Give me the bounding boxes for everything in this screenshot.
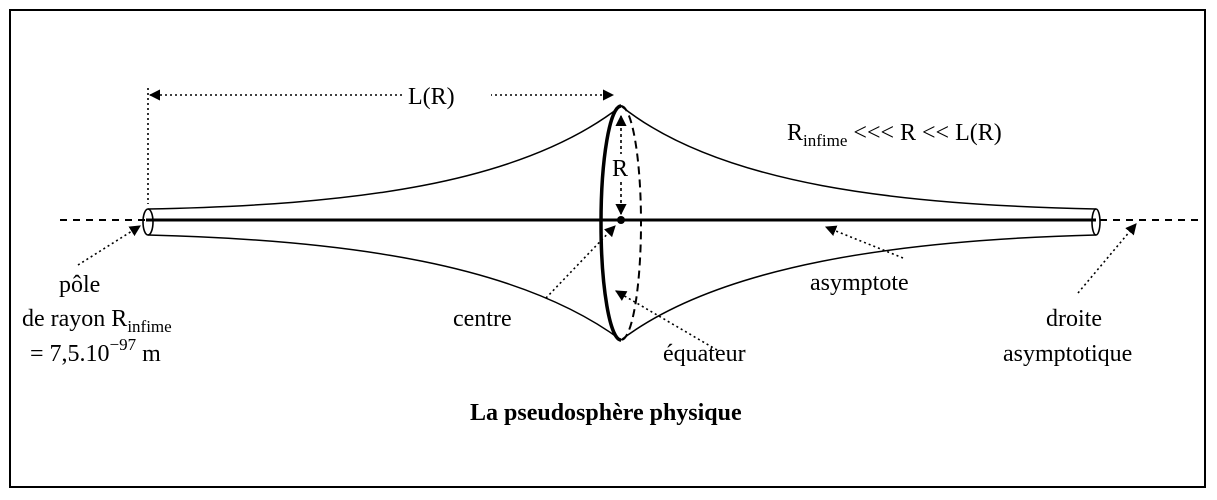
pseudosphere-upper-right: [620, 105, 1097, 210]
diagram-title: La pseudosphère physique: [470, 400, 742, 426]
pseudosphere-upper-left: [147, 105, 622, 210]
pseudosphere-lower-left: [147, 234, 622, 341]
asymptote-pointer: [824, 225, 904, 259]
pseudosphere-lower-right: [620, 234, 1097, 341]
equator-back: [620, 105, 642, 341]
asymptote-label: asymptote: [810, 270, 909, 296]
diagram-frame: [9, 9, 1206, 488]
pole-cap: [142, 208, 154, 236]
asymptotic-cap: [1091, 208, 1101, 236]
pole-label-line3: = 7,5.10−97 m: [30, 335, 161, 367]
pole-label-line2: de rayon Rinfime: [22, 306, 172, 336]
radius-label: R: [612, 156, 628, 182]
equator-front: [599, 104, 622, 342]
asymptotic-label-line1: droite: [1046, 306, 1102, 332]
length-label: L(R): [408, 84, 455, 110]
center-point: [617, 216, 625, 224]
pole-label-line1: pôle: [59, 272, 100, 298]
asymptotic-label-line2: asymptotique: [1003, 341, 1132, 367]
pole-pointer: [77, 225, 141, 266]
equator-label: équateur: [663, 341, 746, 367]
center-pointer: [545, 225, 616, 299]
asymptotic-pointer: [1077, 223, 1137, 294]
center-label: centre: [453, 306, 512, 332]
relation-label: Rinfime <<< R << L(R): [787, 120, 1002, 150]
